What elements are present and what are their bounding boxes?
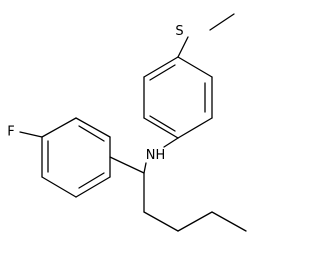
- ring-alkyl-bond: [109, 156, 145, 174]
- lower-ring-bond: [41, 117, 77, 138]
- amine-nh-label: NH: [146, 148, 166, 163]
- sulfur-aryl-bond: [177, 36, 189, 58]
- methylthio-bond: [209, 13, 235, 31]
- bond-layer: [19, 13, 247, 232]
- butyl-chain-bond: [143, 211, 179, 232]
- skeletal-formula: S NH F: [7, 13, 247, 232]
- upper-ring-bond: [143, 56, 179, 78]
- nitrogen-alkyl-bond: [143, 162, 147, 174]
- lower-ring-double-bond: [78, 172, 105, 189]
- fluorine-aryl-bond: [19, 131, 43, 138]
- lower-ring-bond: [75, 176, 111, 198]
- upper-ring-bond: [177, 117, 213, 139]
- sulfur-atom-label: S: [175, 24, 183, 39]
- upper-ring-double-bond: [149, 115, 176, 132]
- upper-ring-bond: [177, 56, 213, 78]
- lower-ring-double-bond: [78, 125, 105, 142]
- nitrogen-aryl-bond: [163, 137, 179, 148]
- fluorine-atom-label: F: [7, 125, 14, 140]
- upper-ring-bond: [143, 117, 179, 139]
- butyl-chain-bond: [211, 211, 247, 232]
- lower-ring-bond: [41, 176, 77, 198]
- atom-label-layer: S NH F: [7, 24, 183, 163]
- butyl-chain-bond: [177, 211, 213, 232]
- lower-ring-bond: [75, 117, 111, 138]
- upper-ring-double-bond: [149, 64, 176, 81]
